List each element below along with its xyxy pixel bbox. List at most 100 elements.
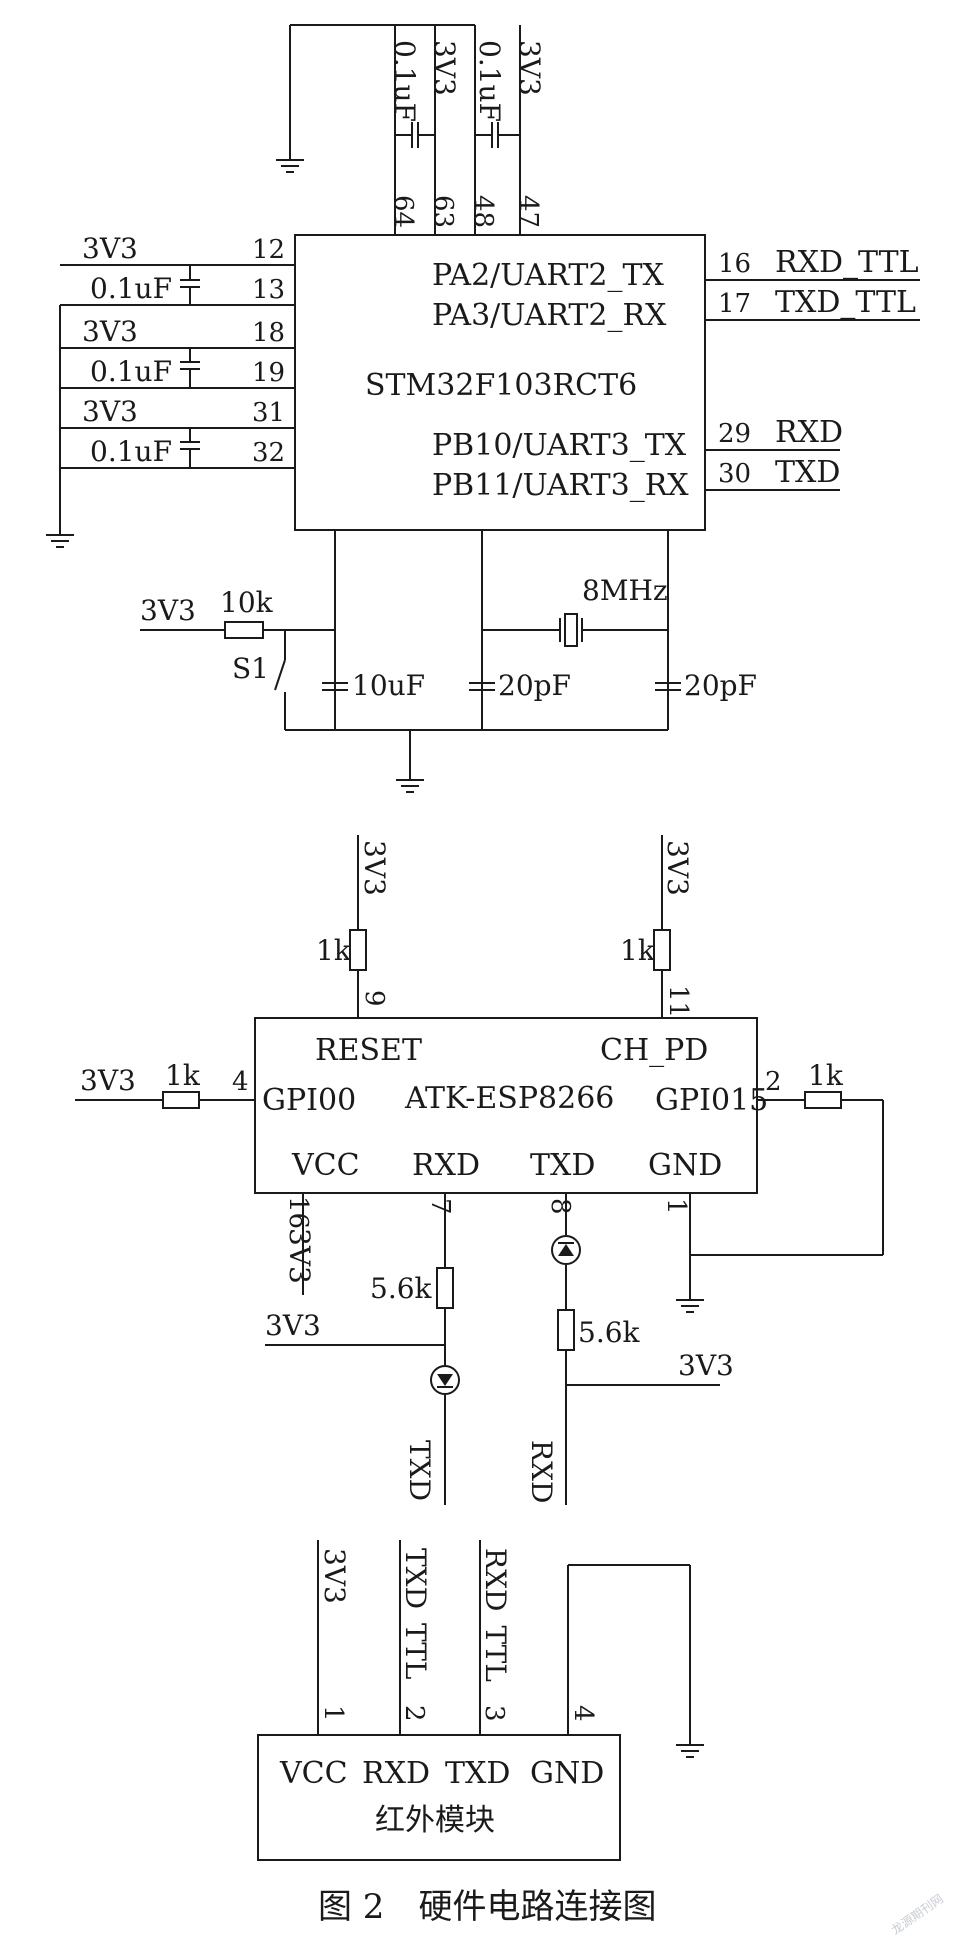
pin-number: 32 [252, 438, 285, 468]
net-label-3v3: 3V3 [80, 1064, 136, 1097]
esp-side-wiring [75, 1091, 884, 1300]
ir-pin-label: RXD [362, 1756, 430, 1791]
esp-pin-label: VCC [291, 1148, 360, 1183]
net-label-3v3: 3V3 [265, 1309, 321, 1342]
mcu-section: 0.1uF 3V3 0.1uF 3V3 64 63 48 47 STM32F10… [46, 24, 920, 793]
esp-pin-label: CH_PD [600, 1033, 708, 1068]
esp-pin-label: RXD [412, 1148, 480, 1183]
net-label-3v3: 3V3 [513, 40, 546, 96]
cap-label: 20pF [684, 669, 757, 702]
esp-chip [254, 1017, 758, 1194]
ir-pin-label: TXD [445, 1756, 510, 1791]
esp-pin-label: GND [648, 1148, 722, 1183]
pin-number: 2 [399, 1705, 429, 1722]
pin-number: 18 [252, 318, 285, 348]
net-label-3v3: 3V3 [678, 1349, 734, 1382]
esp-pin-label: TXD [530, 1148, 595, 1183]
ir-wiring [317, 1540, 691, 1745]
resistor-label: 10k [220, 586, 274, 619]
net-label-3v3: 3V3 [82, 395, 138, 428]
pin-number: 11 [663, 985, 693, 1018]
net-label: TXD_TTL [775, 285, 916, 320]
pin-number: 7 [425, 1198, 455, 1215]
net-label: RXD_TTL [479, 1548, 512, 1682]
figure-caption: 图 2 硬件电路连接图 [318, 1887, 656, 1927]
pin-number: 12 [252, 235, 285, 265]
pin-number: 48 [468, 195, 498, 228]
pin-number: 29 [718, 419, 751, 449]
net-label: TXD [775, 455, 840, 490]
net-label-3v3: 3V3 [140, 594, 196, 627]
pin-number: 19 [252, 358, 285, 388]
pin-number: 8 [545, 1198, 575, 1215]
net-label-3v3: 3V3 [428, 40, 461, 96]
resistor-label: 1k [808, 1059, 844, 1092]
watermark: 龙源期刊网 [889, 1892, 946, 1938]
resistor-label: 5.6k [578, 1316, 641, 1349]
esp-top-wiring [349, 835, 671, 1018]
mcu-top-wiring [289, 24, 521, 235]
resistor-label: 5.6k [370, 1272, 433, 1305]
esp-pin-label: RESET [315, 1033, 422, 1068]
pin-number: 4 [232, 1067, 249, 1097]
pin-number: 4 [568, 1705, 598, 1722]
net-label-3v3: 3V3 [318, 1548, 351, 1604]
cap-label: 0.1uF [90, 355, 172, 388]
pin-number: 31 [252, 398, 285, 428]
ir-module [257, 1734, 621, 1861]
pin-number: 17 [718, 289, 751, 319]
mcu-left-wiring [59, 264, 295, 535]
net-label-3v3: 3V3 [82, 232, 138, 265]
net-label-txd: TXD [403, 1440, 436, 1501]
switch-label: S1 [232, 652, 269, 685]
pin-number: 16 [718, 249, 751, 279]
esp-pin-label: GPI015 [655, 1083, 768, 1118]
resistor-label: 1k [165, 1059, 201, 1092]
cap-label: 0.1uF [90, 435, 172, 468]
pin-number: 9 [359, 990, 389, 1007]
resistor-label: 1k [316, 934, 352, 967]
pin-number: 47 [513, 195, 543, 228]
pin-number: 2 [765, 1067, 782, 1097]
reset-oscillator-wiring [140, 530, 681, 780]
net-label-3v3: 3V3 [283, 1228, 316, 1284]
cap-label: 0.1uF [90, 272, 172, 305]
ground-symbol [396, 779, 424, 793]
net-label: RXD_TTL [775, 245, 919, 280]
pin-number: 30 [718, 459, 751, 489]
net-label: RXD [775, 415, 843, 450]
pin-number: 64 [388, 195, 418, 228]
ground-symbol [676, 1299, 704, 1313]
mcu-part-label: STM32F103RCT6 [365, 368, 637, 403]
esp-bottom-wiring [265, 1193, 720, 1505]
net-label: TXD_TTL [399, 1548, 432, 1680]
mcu-pin-label: PA2/UART2_TX [432, 258, 664, 293]
ir-section: 3V3 TXD_TTL RXD_TTL 1 2 3 4 VCC RXD TXD … [257, 1540, 704, 1861]
ground-symbol [276, 159, 304, 173]
pin-number: 1 [661, 1198, 691, 1215]
net-label-3v3: 3V3 [82, 315, 138, 348]
crystal-label: 8MHz [582, 574, 668, 607]
ir-pin-label: GND [530, 1756, 604, 1791]
ground-symbol [46, 534, 74, 548]
pin-number: 16 [283, 1196, 313, 1229]
pin-number: 13 [252, 275, 285, 305]
net-label-3v3: 3V3 [661, 840, 694, 896]
esp-part-label: ATK-ESP8266 [404, 1081, 614, 1116]
cap-label: 0.1uF [473, 40, 506, 122]
mcu-pin-label: PA3/UART2_RX [432, 298, 667, 333]
mcu-pin-label: PB10/UART3_TX [432, 428, 687, 463]
mcu-pin-label: PB11/UART3_RX [432, 468, 689, 503]
ir-module-title: 红外模块 [375, 1803, 495, 1838]
net-label-rxd: RXD [525, 1440, 558, 1503]
ground-symbol [676, 1744, 704, 1758]
pin-number: 63 [428, 195, 458, 228]
cap-label: 10uF [352, 669, 425, 702]
mcu-right-wiring [705, 279, 920, 491]
cap-label: 0.1uF [388, 40, 421, 122]
ir-pin-label: VCC [279, 1756, 348, 1791]
resistor-label: 1k [620, 934, 656, 967]
mcu-chip [294, 234, 706, 531]
cap-label: 20pF [498, 669, 571, 702]
